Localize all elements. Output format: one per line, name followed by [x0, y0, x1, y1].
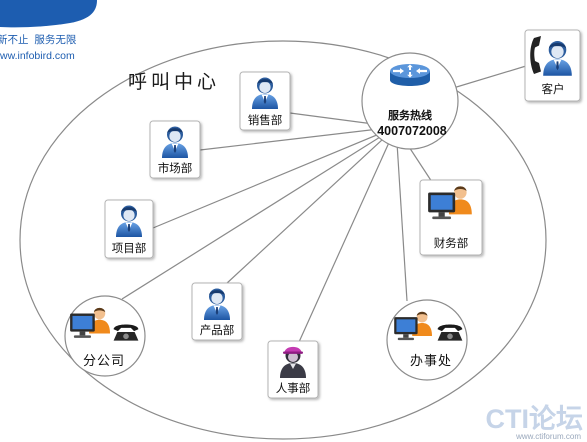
- node-label-office: 办事处: [410, 354, 452, 369]
- link-office: [395, 126, 408, 302]
- node-label-finance: 财务部: [434, 236, 469, 250]
- call-center-boundary: [19, 40, 547, 440]
- node-label-sales: 销售部: [248, 113, 283, 127]
- node-label-customer: 客户: [542, 82, 565, 96]
- hub-number: 4007072008: [377, 124, 447, 138]
- node-label-hr: 人事部: [276, 381, 311, 395]
- node-finance: 财务部: [419, 179, 483, 256]
- node-label-product: 产品部: [200, 323, 235, 337]
- watermark-url: www.ctiforum.com: [515, 432, 581, 441]
- node-product: 产品部: [191, 282, 243, 341]
- call-center-title: 呼叫中心: [128, 71, 220, 93]
- watermark: CTI论坛 www.ctiforum.com: [486, 404, 584, 441]
- hub-label: 服务热线: [388, 108, 432, 122]
- node-customer: 客户: [524, 29, 581, 102]
- node-project: 项目部: [104, 199, 154, 259]
- hub-ring: [361, 52, 459, 150]
- node-marketing: 市场部: [149, 120, 201, 179]
- brand-banner: 新不止 服务无限 ww.infobird.com: [0, 0, 97, 62]
- telephone-icon: [437, 324, 463, 341]
- router-icon: [390, 64, 430, 86]
- link-product: [225, 126, 397, 285]
- node-office: 办事处: [386, 299, 468, 381]
- brand-slogan: 新不止 服务无限: [0, 33, 77, 46]
- link-hr: [298, 126, 397, 343]
- node-sales: 销售部: [239, 71, 291, 131]
- connector-lines: [121, 65, 527, 343]
- watermark-logo: CTI论坛: [486, 404, 584, 434]
- brand-url: ww.infobird.com: [0, 50, 75, 62]
- phone-handset-icon: [530, 36, 541, 74]
- node-label-project: 项目部: [112, 241, 147, 255]
- node-branch: 分公司: [64, 295, 146, 377]
- telephone-icon: [113, 324, 139, 341]
- link-marketing: [199, 126, 397, 151]
- node-label-marketing: 市场部: [158, 161, 193, 175]
- link-branch: [121, 126, 397, 300]
- link-project: [152, 126, 397, 229]
- node-label-branch: 分公司: [83, 354, 125, 369]
- hub-service-hotline: 服务热线 4007072008: [361, 52, 459, 150]
- brand-swoosh: [0, 0, 97, 28]
- node-hr: 人事部: [267, 340, 319, 399]
